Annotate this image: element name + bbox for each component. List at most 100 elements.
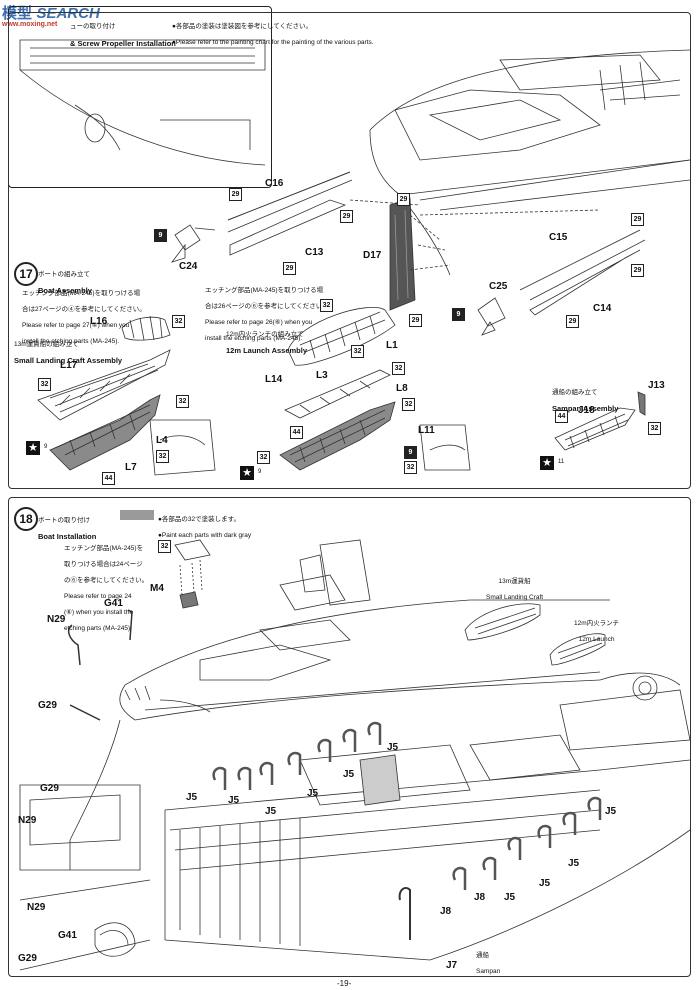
part-c16: C16 [265, 178, 284, 189]
sampan-assembly-title: 通船の組み立て Sampan Assembly [552, 381, 618, 414]
part-l16: L16 [90, 316, 108, 327]
badge-29-h: 29 [631, 264, 644, 277]
part-m4: M4 [150, 583, 164, 594]
part-c15: C15 [549, 232, 568, 243]
badge-9-b: 9 [452, 308, 465, 321]
step18-etch-jp1: エッチング部品(MA-245)を [64, 545, 144, 552]
badge-32-k: 32 [648, 422, 661, 435]
star-ref-a: 9 [44, 444, 48, 450]
step18-frame [8, 497, 691, 977]
badge-32-b: 32 [38, 378, 51, 391]
star-ref-c: 11 [558, 459, 565, 465]
part-l17: L17 [60, 360, 78, 371]
step18-paint-jp: ●各部品の32で塗装します。 [158, 516, 241, 523]
dark-gray-swatch [120, 510, 154, 520]
part-g41-a: G41 [104, 598, 123, 609]
step18-number: 18 [14, 507, 38, 531]
badge-29-a: 29 [229, 188, 242, 201]
step18-paint-en: ●Paint each parts with dark gray [158, 532, 252, 539]
badge-32-j: 32 [404, 461, 417, 474]
star-icon-a: ★ [26, 441, 40, 455]
step18-launch-label: 12m内火ランチ 12m Launch [574, 612, 619, 644]
watermark-en: SEARCH [36, 5, 100, 22]
part-j7: J7 [446, 960, 458, 971]
badge-29-d: 29 [397, 193, 410, 206]
badge-29-g: 29 [566, 315, 579, 328]
badge-44-a: 44 [102, 472, 115, 485]
step17-etch-note: エッチング部品(MA-245)を取りつける場 合は27ページの④を参考にしてくだ… [22, 282, 146, 346]
part-n29-c: N29 [27, 902, 46, 913]
part-g41-b: G41 [58, 930, 77, 941]
part-j5-g: J5 [605, 806, 617, 817]
step18-sampan-en: Sampan [476, 968, 501, 975]
part-c24: C24 [179, 261, 198, 272]
part-j8-a: J8 [474, 892, 486, 903]
step18-etch-en1: Please refer to page 24 [64, 593, 132, 600]
step18-title: ボートの取り付け Boat Installation [38, 509, 96, 542]
step18-etch-en3: etching parts (MA-245). [64, 625, 132, 632]
paint-note-en: ●Please refer to the painting chart for … [172, 39, 374, 46]
step18-paint-badge: 32 [158, 540, 171, 553]
star-ref-b: 9 [258, 469, 262, 475]
step18-launch-en: 12m Launch [578, 636, 615, 643]
step18-slc-label: 13m運貨船 Small Landing Craft [486, 570, 543, 602]
badge-9-a: 9 [154, 229, 167, 242]
launch-assembly-title: 12m内火ランチの組み立て 12m Launch Assembly [226, 323, 307, 356]
badge-32-d: 32 [156, 450, 169, 463]
launch-assembly-jp: 12m内火ランチの組み立て [226, 331, 304, 338]
part-n29-b: N29 [18, 815, 37, 826]
part-j5-f: J5 [387, 742, 399, 753]
step16-title-en: & Screw Propeller Installation [70, 39, 176, 48]
step17-number: 17 [14, 262, 38, 286]
slc-assembly-jp: 13m運貨船の組み立て [14, 341, 79, 348]
badge-29-b: 29 [283, 262, 296, 275]
step18-sampan-label: 通船 Sampan [476, 944, 500, 976]
badge-32-i: 32 [257, 451, 270, 464]
launch-etch-jp1: エッチング部品(MA-245)を取りつける場 [205, 287, 324, 294]
step16-title: ューの取り付け & Screw Propeller Installation [70, 15, 176, 51]
step17-etch-jp1: エッチング部品(MA-245)を取りつける場 [22, 290, 141, 297]
step17-title-jp: ボートの組み立て [38, 271, 90, 278]
paint-note: ●各部品の塗装は塗装図を参考にしてください。 ●Please refer to … [172, 15, 374, 47]
watermark-url: www.moxing.net [2, 21, 58, 28]
part-c13: C13 [305, 247, 324, 258]
launch-etch-en2: install the etching parts (MA-245). [205, 335, 303, 342]
badge-44-b: 44 [290, 426, 303, 439]
part-j18: J18 [578, 405, 595, 416]
part-g29-b: G29 [40, 783, 59, 794]
step18-slc-en: Small Landing Craft [486, 594, 544, 601]
part-l14: L14 [265, 374, 283, 385]
badge-32-h: 32 [402, 398, 415, 411]
part-c25: C25 [489, 281, 508, 292]
step16-title-jp: ューの取り付け [70, 23, 116, 30]
badge-32-g: 32 [392, 362, 405, 375]
part-j13: J13 [648, 380, 665, 391]
step18-etch-jp2: 取りつける場合は24ページ [64, 561, 143, 568]
step18-title-jp: ボートの取り付け [38, 517, 90, 524]
step17-etch-jp2: 合は27ページの④を参考にしてください。 [22, 306, 146, 313]
step17-frame [8, 12, 691, 489]
step18-etch-note: エッチング部品(MA-245)を 取りつける場合は24ページ の⑥を参考にしてく… [64, 537, 148, 633]
badge-29-e: 29 [409, 314, 422, 327]
paint-note-jp: ●各部品の塗装は塗装図を参考にしてください。 [172, 23, 313, 30]
step18-etch-en2: (⑥) when you install the [64, 609, 134, 616]
badge-9-c: 9 [404, 446, 417, 459]
step18-title-en: Boat Installation [38, 532, 97, 541]
badge-32-e: 32 [320, 299, 333, 312]
step18-paint-note: ●各部品の32で塗装します。 ●Paint each parts with da… [158, 508, 251, 553]
part-l11: L11 [418, 425, 435, 436]
badge-44-c: 44 [555, 410, 568, 423]
page-number: -19- [337, 979, 352, 988]
part-j5-d: J5 [307, 788, 319, 799]
part-l8: L8 [396, 383, 408, 394]
badge-32-a: 32 [172, 315, 185, 328]
step17-title: ボートの組み立て Boat Assembly [38, 263, 92, 296]
part-d17: D17 [363, 250, 382, 261]
part-l3: L3 [316, 370, 328, 381]
part-j8-b: J8 [440, 906, 452, 917]
part-j5-c: J5 [265, 806, 277, 817]
launch-etch-note: エッチング部品(MA-245)を取りつける場 合は26ページの⑥を参考にしてくだ… [205, 279, 329, 343]
part-j5-e: J5 [343, 769, 355, 780]
slc-assembly-en: Small Landing Craft Assembly [14, 356, 123, 365]
